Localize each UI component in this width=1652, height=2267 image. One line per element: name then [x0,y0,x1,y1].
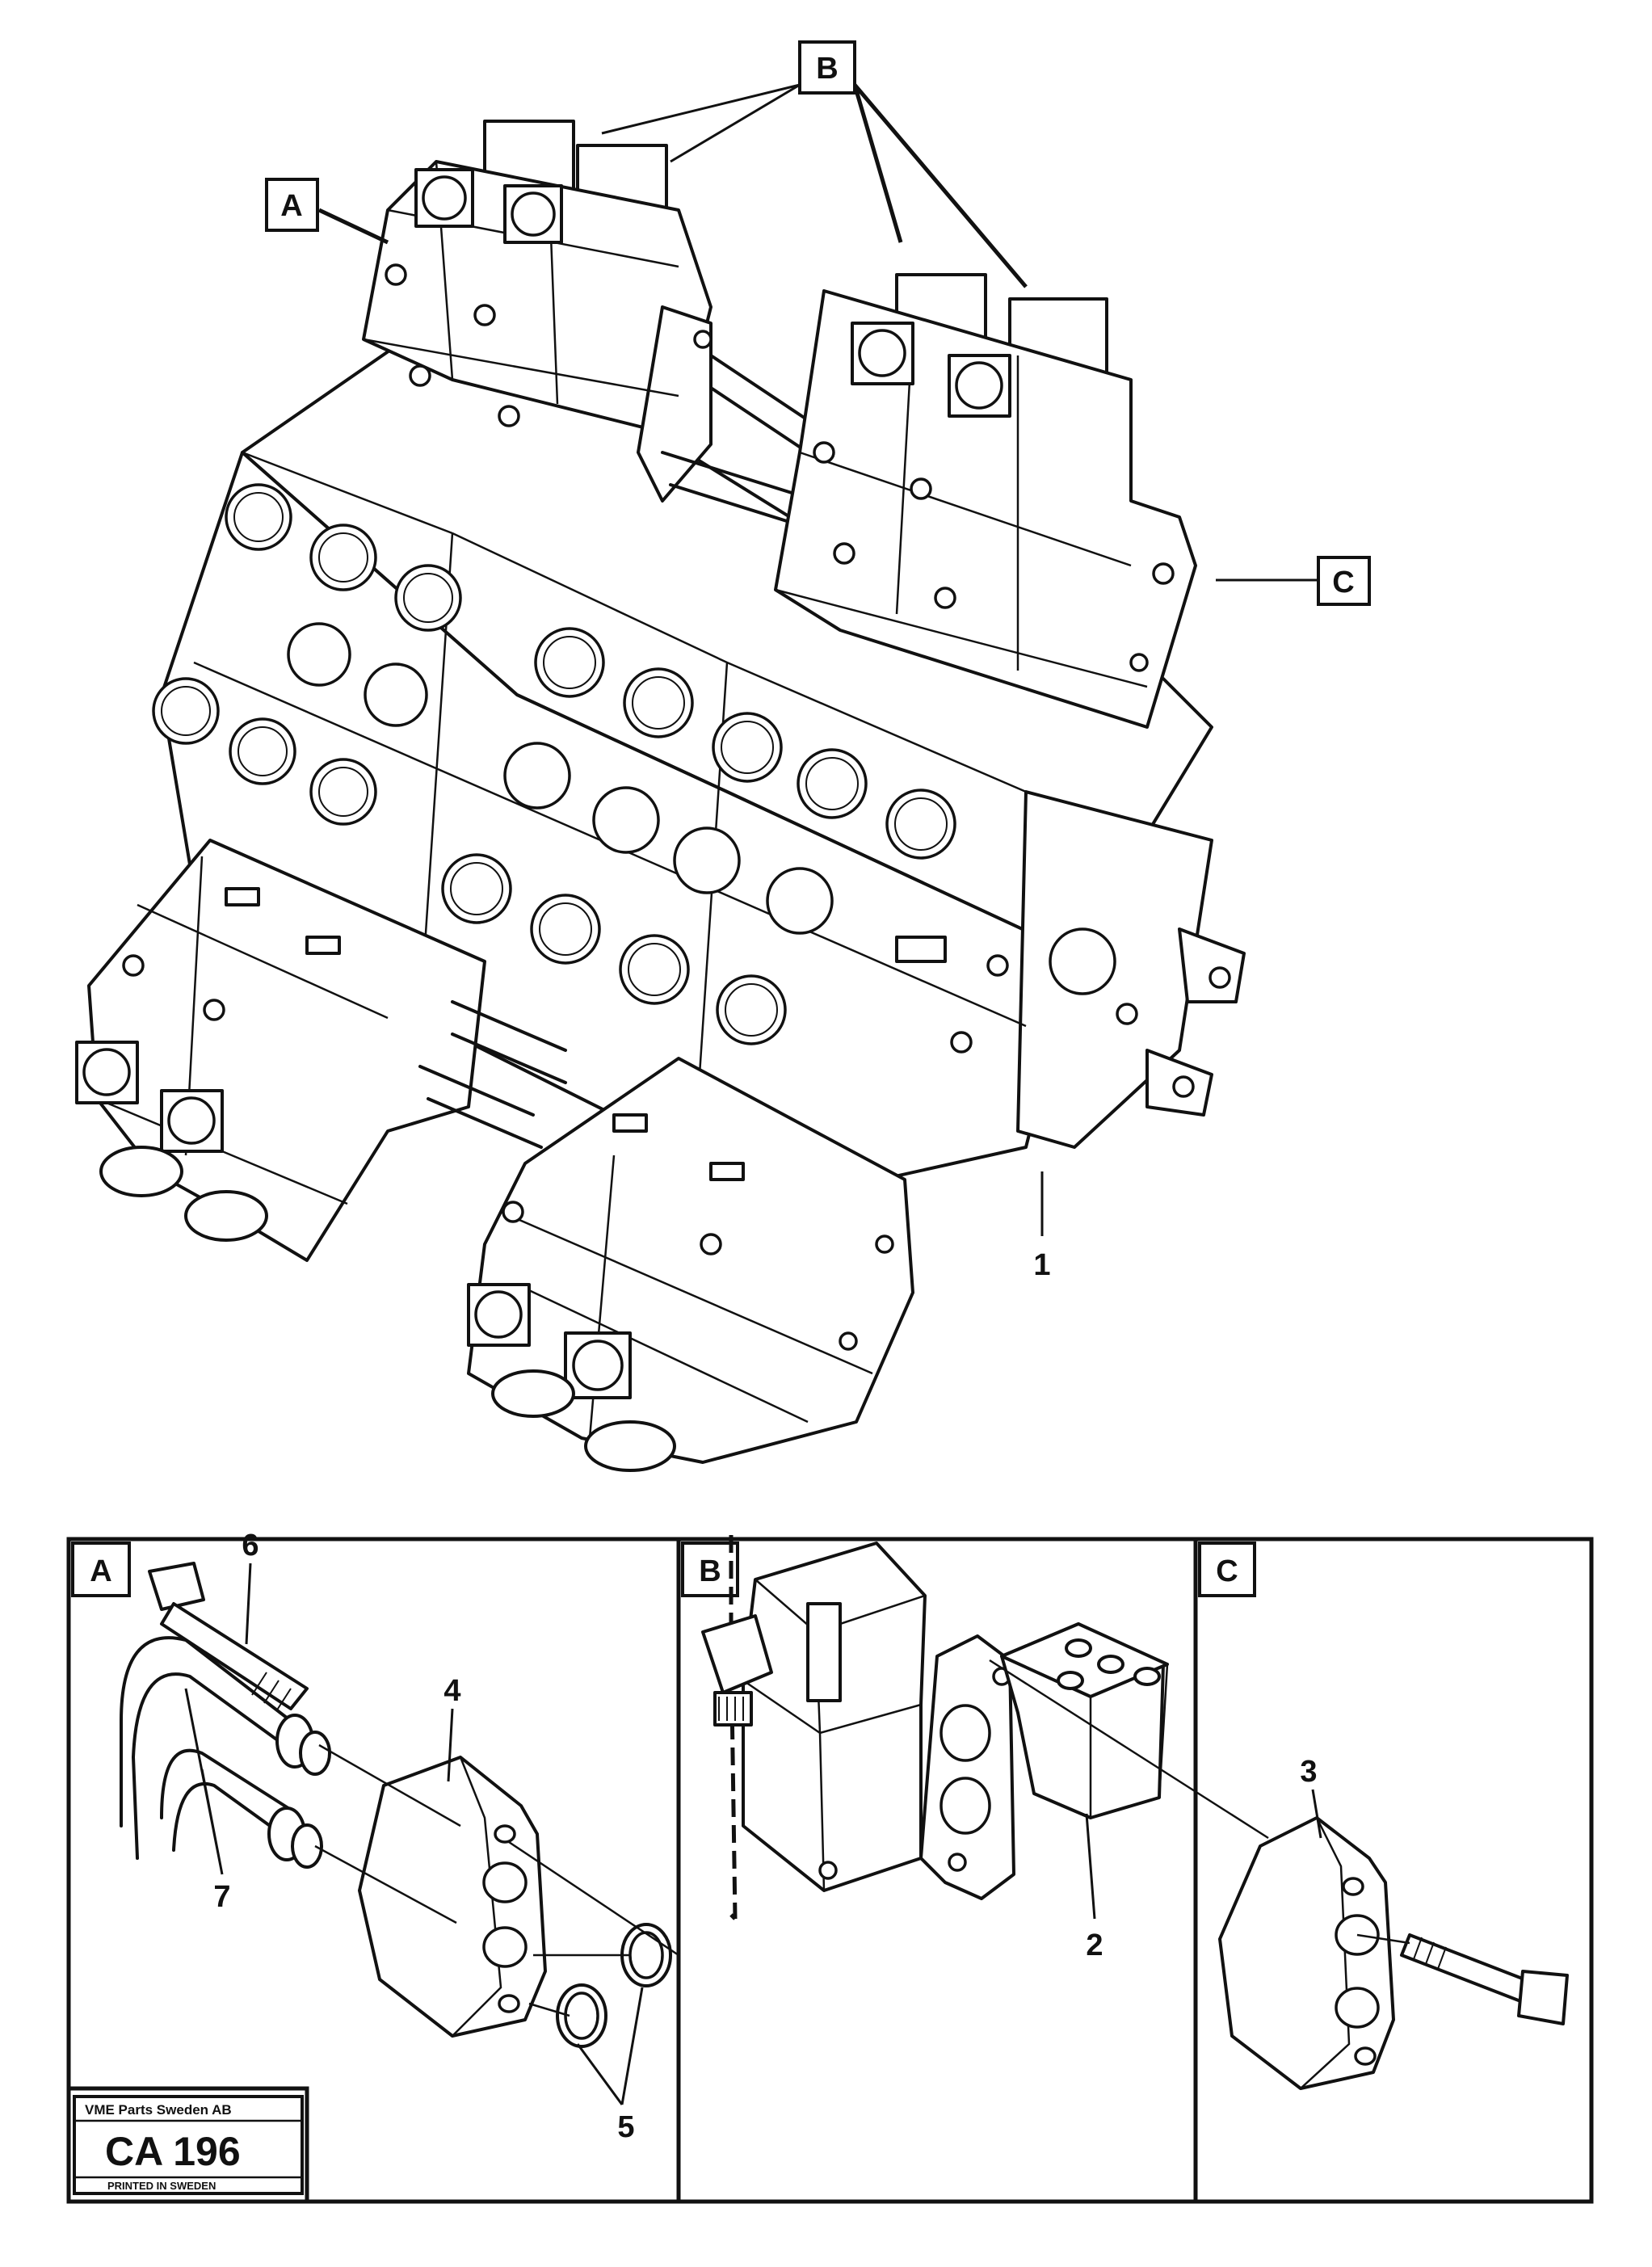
part-number-7: 7 [213,1880,230,1914]
solenoid-pair-top-left [362,120,809,527]
callout-B: B [798,40,856,95]
callout-C: C [1317,556,1371,606]
flange-4 [358,1756,547,2038]
part-number-6: 6 [242,1529,259,1563]
stamp-company: VME Parts Sweden AB [85,2102,232,2118]
solenoid-pair-bottom-center [467,1057,914,1472]
panel-b-detail: 2 [701,1535,1269,1962]
panel-C-label: C [1216,1554,1238,1588]
panel-label-C: C [1198,1541,1256,1597]
panel-a-detail: 6 4 7 5 [120,1529,679,2144]
main-valve-assembly [75,120,1246,1472]
part-number-1: 1 [1033,1248,1050,1282]
o-rings-5 [556,1923,672,2048]
stamp-printed: PRINTED IN SWEDEN [107,2180,216,2192]
panel-label-A: A [71,1541,131,1597]
stamp-code: CA 196 [105,2129,241,2174]
panel-B-label: B [699,1554,721,1588]
solenoid-pair-top-right [774,273,1197,729]
bolt-6 [148,1562,309,1712]
callout-A: A [265,178,319,232]
part-number-5: 5 [617,2110,634,2144]
part-number-2: 2 [1086,1928,1103,1962]
detail-panels-frame [66,1537,1594,2204]
solenoid-pair-bottom-left [75,839,567,1262]
part-number-4: 4 [443,1674,460,1708]
panel-label-B: B [681,1541,739,1597]
part-number-3: 3 [1300,1755,1317,1789]
callout-B-label: B [816,52,838,86]
callout-leaders [317,83,1317,1236]
pipes-7 [120,1636,331,1869]
callout-C-label: C [1332,566,1354,599]
panel-A-label: A [90,1554,111,1588]
block-ports [152,483,1138,1054]
panel-c-detail: 3 [1218,1755,1569,2090]
drawing-stamp: VME Parts Sweden AB CA 196 PRINTED IN SW… [69,2086,309,2202]
callout-A-label: A [280,189,302,223]
